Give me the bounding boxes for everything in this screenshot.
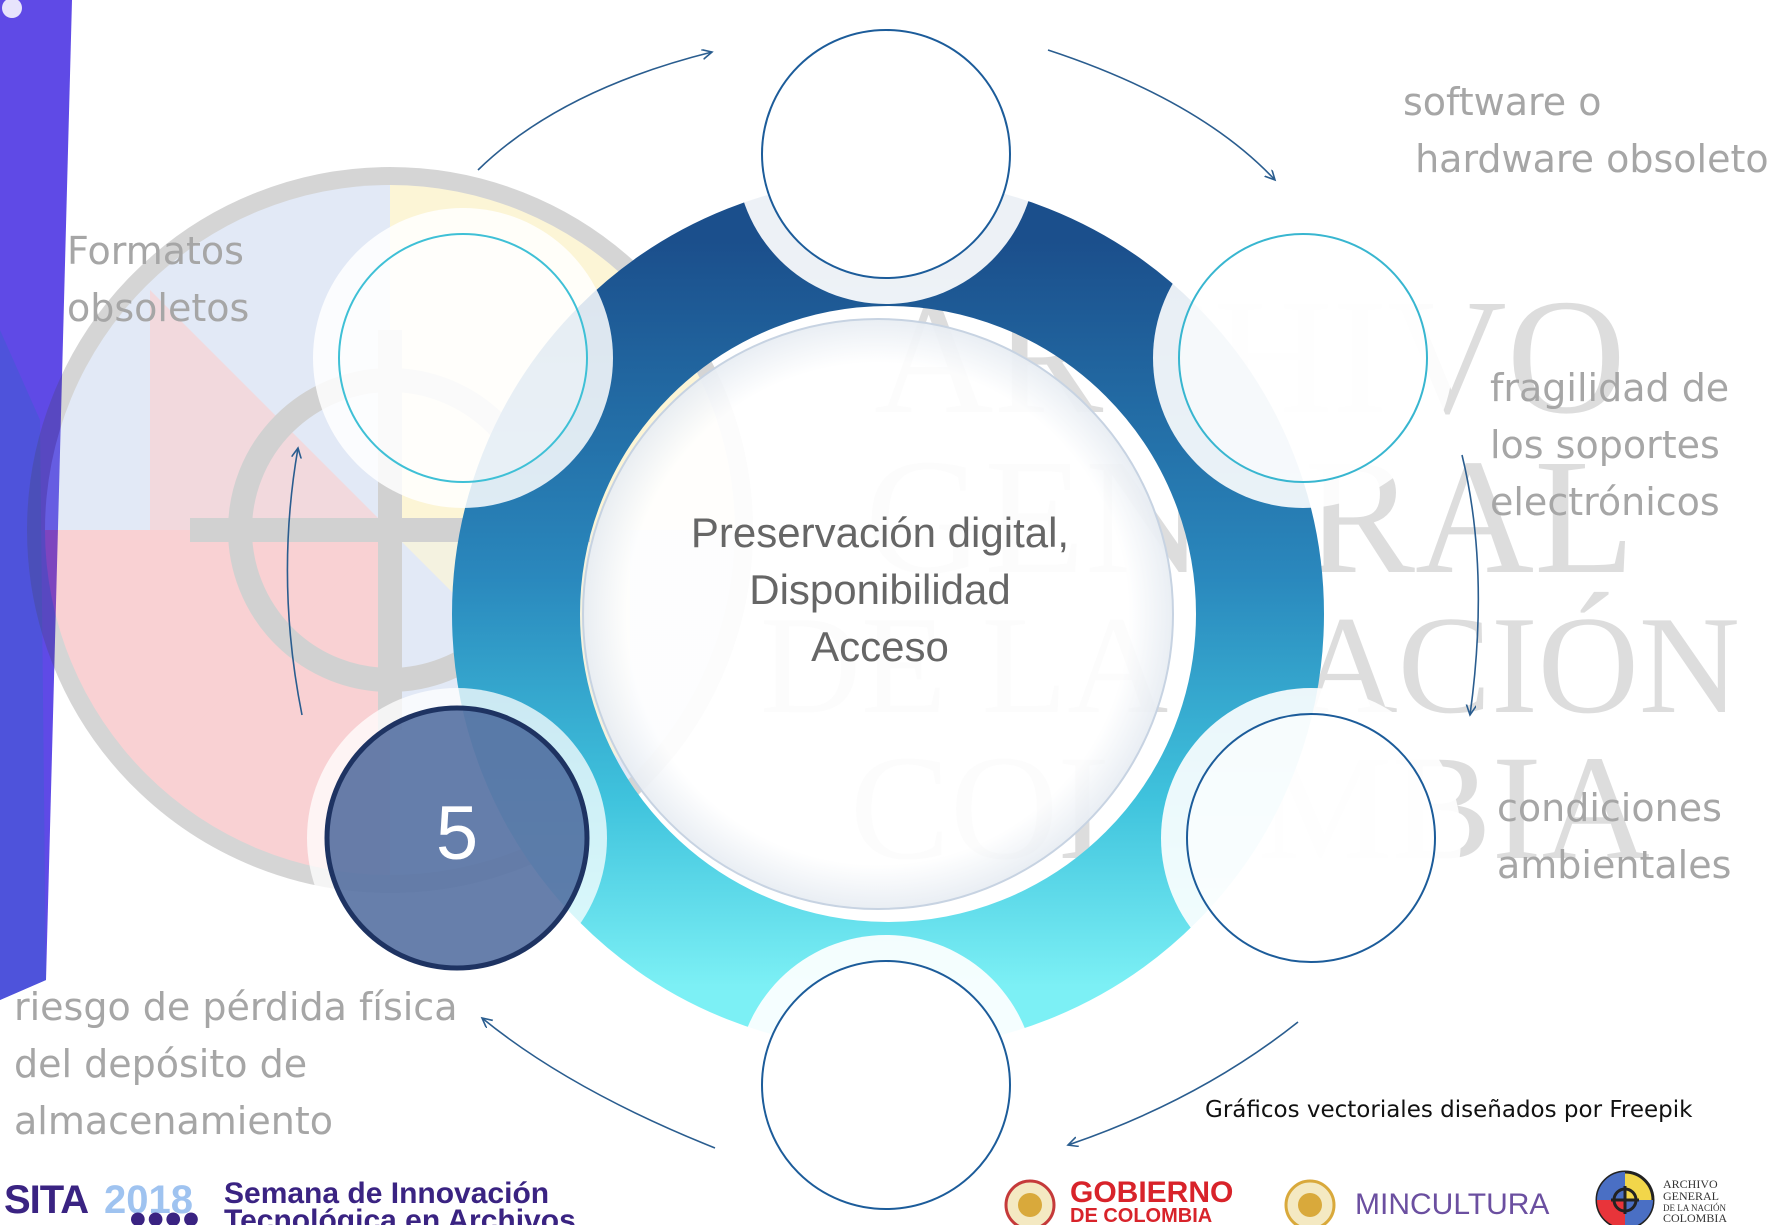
node-upper-right xyxy=(1153,208,1453,508)
sita-dots-icon: ●●●● xyxy=(130,1208,201,1225)
node-top xyxy=(736,4,1036,304)
arrow-bottom-right xyxy=(1068,1021,1299,1145)
node-lower-right xyxy=(1161,688,1461,988)
label-condiciones: condiciones ambientales xyxy=(1497,780,1731,894)
sita-line-2: Tecnológica en Archivos xyxy=(224,1204,576,1225)
arrow-left xyxy=(286,448,303,716)
agn-line-4: COLOMBIA xyxy=(1663,1211,1728,1225)
label-fragilidad: fragilidad de los soportes electrónicos xyxy=(1490,360,1729,531)
sita-year: 2018 xyxy=(104,1178,193,1222)
label-riesgo-line-2: del depósito de xyxy=(14,1042,308,1086)
sita-logo: SITA 2018 ●●●● Semana de Innovación Tecn… xyxy=(4,1178,664,1225)
agn-line-2: GENERAL xyxy=(1663,1189,1719,1203)
node-bottom xyxy=(736,935,1036,1225)
gobierno-logo-line-1: GOBIERNO xyxy=(1070,1176,1234,1209)
label-formatos: Formatos obsoletos xyxy=(67,223,249,337)
sita-brand: SITA xyxy=(4,1178,89,1222)
label-formatos-line-1: Formatos xyxy=(67,229,244,273)
label-riesgo: riesgo de pérdida física del depósito de… xyxy=(14,979,457,1150)
label-formatos-line-2: obsoletos xyxy=(67,286,250,330)
arrow-bottom-left xyxy=(482,1018,716,1149)
cycle-arrows xyxy=(286,49,1480,1149)
center-title-line-1: Preservación digital, xyxy=(690,509,1070,556)
label-fragilidad-line-3: electrónicos xyxy=(1490,480,1720,524)
label-software-line-2: hardware obsoleto xyxy=(1403,137,1769,181)
left-edge-decoration xyxy=(0,0,72,1000)
label-condiciones-line-2: ambientales xyxy=(1497,843,1732,887)
center-title-line-3: Acceso xyxy=(811,623,949,670)
label-fragilidad-line-1: fragilidad de xyxy=(1490,366,1730,410)
node-lower-left xyxy=(307,688,607,988)
label-software: software o hardware obsoleto xyxy=(1403,74,1769,188)
label-condiciones-line-1: condiciones xyxy=(1497,786,1722,830)
mincultura-logo: MINCULTURA xyxy=(1355,1188,1550,1221)
sita-line-1: Semana de Innovación xyxy=(224,1178,550,1210)
label-riesgo-line-3: almacenamiento xyxy=(14,1099,333,1143)
agn-seal-icon xyxy=(1595,1170,1655,1225)
arrow-right xyxy=(1461,454,1480,715)
center-title-line-2: Disponibilidad xyxy=(749,566,1011,613)
label-riesgo-line-1: riesgo de pérdida física xyxy=(14,985,458,1029)
gobierno-logo-line-2: DE COLOMBIA xyxy=(1070,1205,1213,1227)
center-title: Preservación digital, Disponibilidad Acc… xyxy=(600,504,1160,675)
arrow-top-left xyxy=(477,52,712,171)
step-number: 5 xyxy=(435,791,479,876)
agn-line-3: DE LA NACIÓN xyxy=(1663,1203,1726,1213)
footer-logos xyxy=(1004,1170,1655,1225)
freepik-credit: Gráficos vectoriales diseñados por Freep… xyxy=(1205,1097,1693,1123)
agn-line-1: ARCHIVO xyxy=(1663,1177,1718,1191)
label-fragilidad-line-2: los soportes xyxy=(1490,423,1720,467)
label-software-line-1: software o xyxy=(1403,80,1602,124)
center-disk xyxy=(582,318,1174,910)
node-upper-left xyxy=(313,208,613,508)
arrow-top-right xyxy=(1047,49,1275,180)
